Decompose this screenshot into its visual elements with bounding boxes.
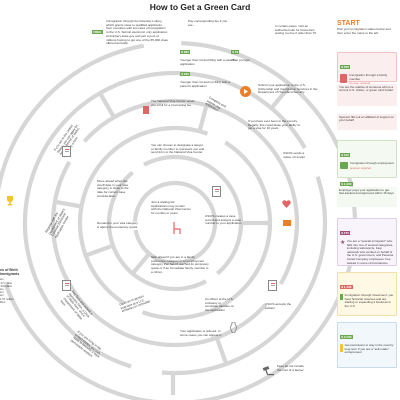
skip-ahead-text: Skip ahead if you are in a family prefer… [151,255,209,274]
fast-track-box: Employer pays your application to get fa… [337,187,397,207]
maze-ring [3,41,358,400]
family-icon [340,74,348,83]
gavel-icon [262,366,274,376]
birth-line: .47 million [0,281,13,285]
document-icon [212,186,221,197]
maze-ring [0,43,145,192]
document-icon [268,280,277,291]
pay-fee-text: Pay corresponding fee if you are... [188,19,228,27]
investment-box: $ 1,435 Immigration through investment: … [337,272,397,316]
lawyer-fee-note: Fees do not include the cost of a lawyer [277,364,305,372]
entrepreneur-box: $ 2,500 Get permission to stay in the co… [337,322,397,368]
birth-line: .04 million [0,284,13,288]
representative-text: You can choose to designate a lawyer or … [151,143,205,155]
maze-wall [98,92,116,119]
maze-ring [161,176,328,376]
chair-icon [172,222,182,234]
special-box: $ 375 ★ You are a "special immigrant" wh… [337,218,397,266]
star-icon: ★ [340,240,346,246]
step-sub: sponsor required [349,81,394,85]
play-icon [240,86,251,97]
employment-box: $ 340 Immigration through employment spo… [337,140,397,186]
maze-wall [130,252,151,275]
waiting-list-text: Join a waiting list. Applications may re… [151,200,191,216]
affidavit-box: Sponsor fills out an affidavit of suppor… [337,114,397,130]
money-icon [340,294,343,300]
maze-ring [143,154,244,276]
illegal-warning-text: If you have ever been in the country ill… [248,119,301,131]
birth-line: ion [0,291,4,295]
receipt-notice-text: USCIS sends a notice of receipt [283,151,305,159]
vase-icon [230,322,237,333]
price-tag: $ 340 [340,152,351,157]
maze-ring [77,125,209,306]
maze-ring [106,170,207,292]
birth-line: ion [0,278,4,282]
move-ahead-text: Move ahead when the cutoff date in your … [97,179,129,198]
family-box: $ 355 Immigration through a family membe… [337,52,397,85]
step-text: Get permission to stay in the country lo… [344,343,394,355]
free-text: Immigration through the Diversity Lotter… [106,19,168,46]
birth-line: ion [0,294,4,298]
birth-line: ion [0,288,4,292]
step-text: Immigration through investment: you have… [344,293,394,308]
trophy-icon [6,196,14,206]
price-tag: $ 2,500 [340,334,353,339]
maze-ring [50,160,268,348]
step-text: You are the relative of someone who is a… [339,84,394,93]
maze-ring [132,180,218,266]
bill-icon [143,106,149,114]
free-block: FREE Immigration through the Diversity L… [92,19,168,45]
biometrics-text: In certain cases, visit an authorized si… [275,24,316,36]
document-icon [62,146,71,157]
heart-icon [282,200,291,208]
start-panel: START Pick your immigration status below… [337,20,399,35]
fee-985: $ 985 Younger than 14 and filing with a … [180,50,237,66]
maze-wall [54,199,82,209]
maze-wall [197,104,209,132]
nvc-bill-text: The National Visa Center sends you a bil… [151,99,195,107]
price-tag: $ 375 [340,230,351,235]
maze-ring [141,140,273,321]
birth-line: 1.67 million [0,297,14,301]
fee-79: $ 79 79 or younger [231,50,251,62]
case-record-text: USCIS creates a case record and assigns … [205,214,242,226]
maze-wall [214,336,229,365]
birth-heading: es of Birth Immigrants [0,268,20,277]
submit-text: Submit your application to the U.S. Citi… [258,83,318,95]
sign-icon [283,220,291,226]
step-text: Employer pays your application to get fa… [339,187,394,196]
birth-line: illion [0,300,6,304]
fee-930: $ 930 Younger than 14 and not filing wit… [180,72,230,88]
maze-wall [85,243,114,258]
step-text: Immigration through employment [350,161,394,165]
refused-text: Your application is refused. In some cas… [180,329,222,337]
start-text: Pick your immigration status below and t… [337,27,391,35]
page-title: How to Get a Green Card [149,2,251,12]
start-heading: START [337,20,360,27]
officer-text: An officer at the U.S. embassy or consul… [205,297,235,313]
step-sub: sponsor required [350,165,371,170]
document-icon [62,280,71,291]
maze-ring [22,70,307,369]
step-text: Sponsor fills out an affidavit of suppor… [339,114,394,123]
step-text: Immigration through a family member [349,73,388,81]
birth-panel: es of Birth Immigrants ion .47 million .… [0,268,38,304]
free-tag: FREE [92,30,103,35]
price-tag: $ 355 [340,64,351,69]
maze-wall [269,83,293,110]
briefcase-icon [340,162,348,169]
relative-box: You are the relative of someone who is a… [337,84,397,106]
maze-ring [82,98,300,286]
accepts-text: USCIS accepts the petition [265,302,292,310]
price-tag: $ 1,000 [340,181,353,186]
price-tag: $ 1,435 [340,284,353,289]
step-text: You are a "special immigrant" who falls … [346,239,394,265]
demand-text: Demand in your visa category is above th… [97,221,138,229]
lightbulb-icon [340,344,343,352]
